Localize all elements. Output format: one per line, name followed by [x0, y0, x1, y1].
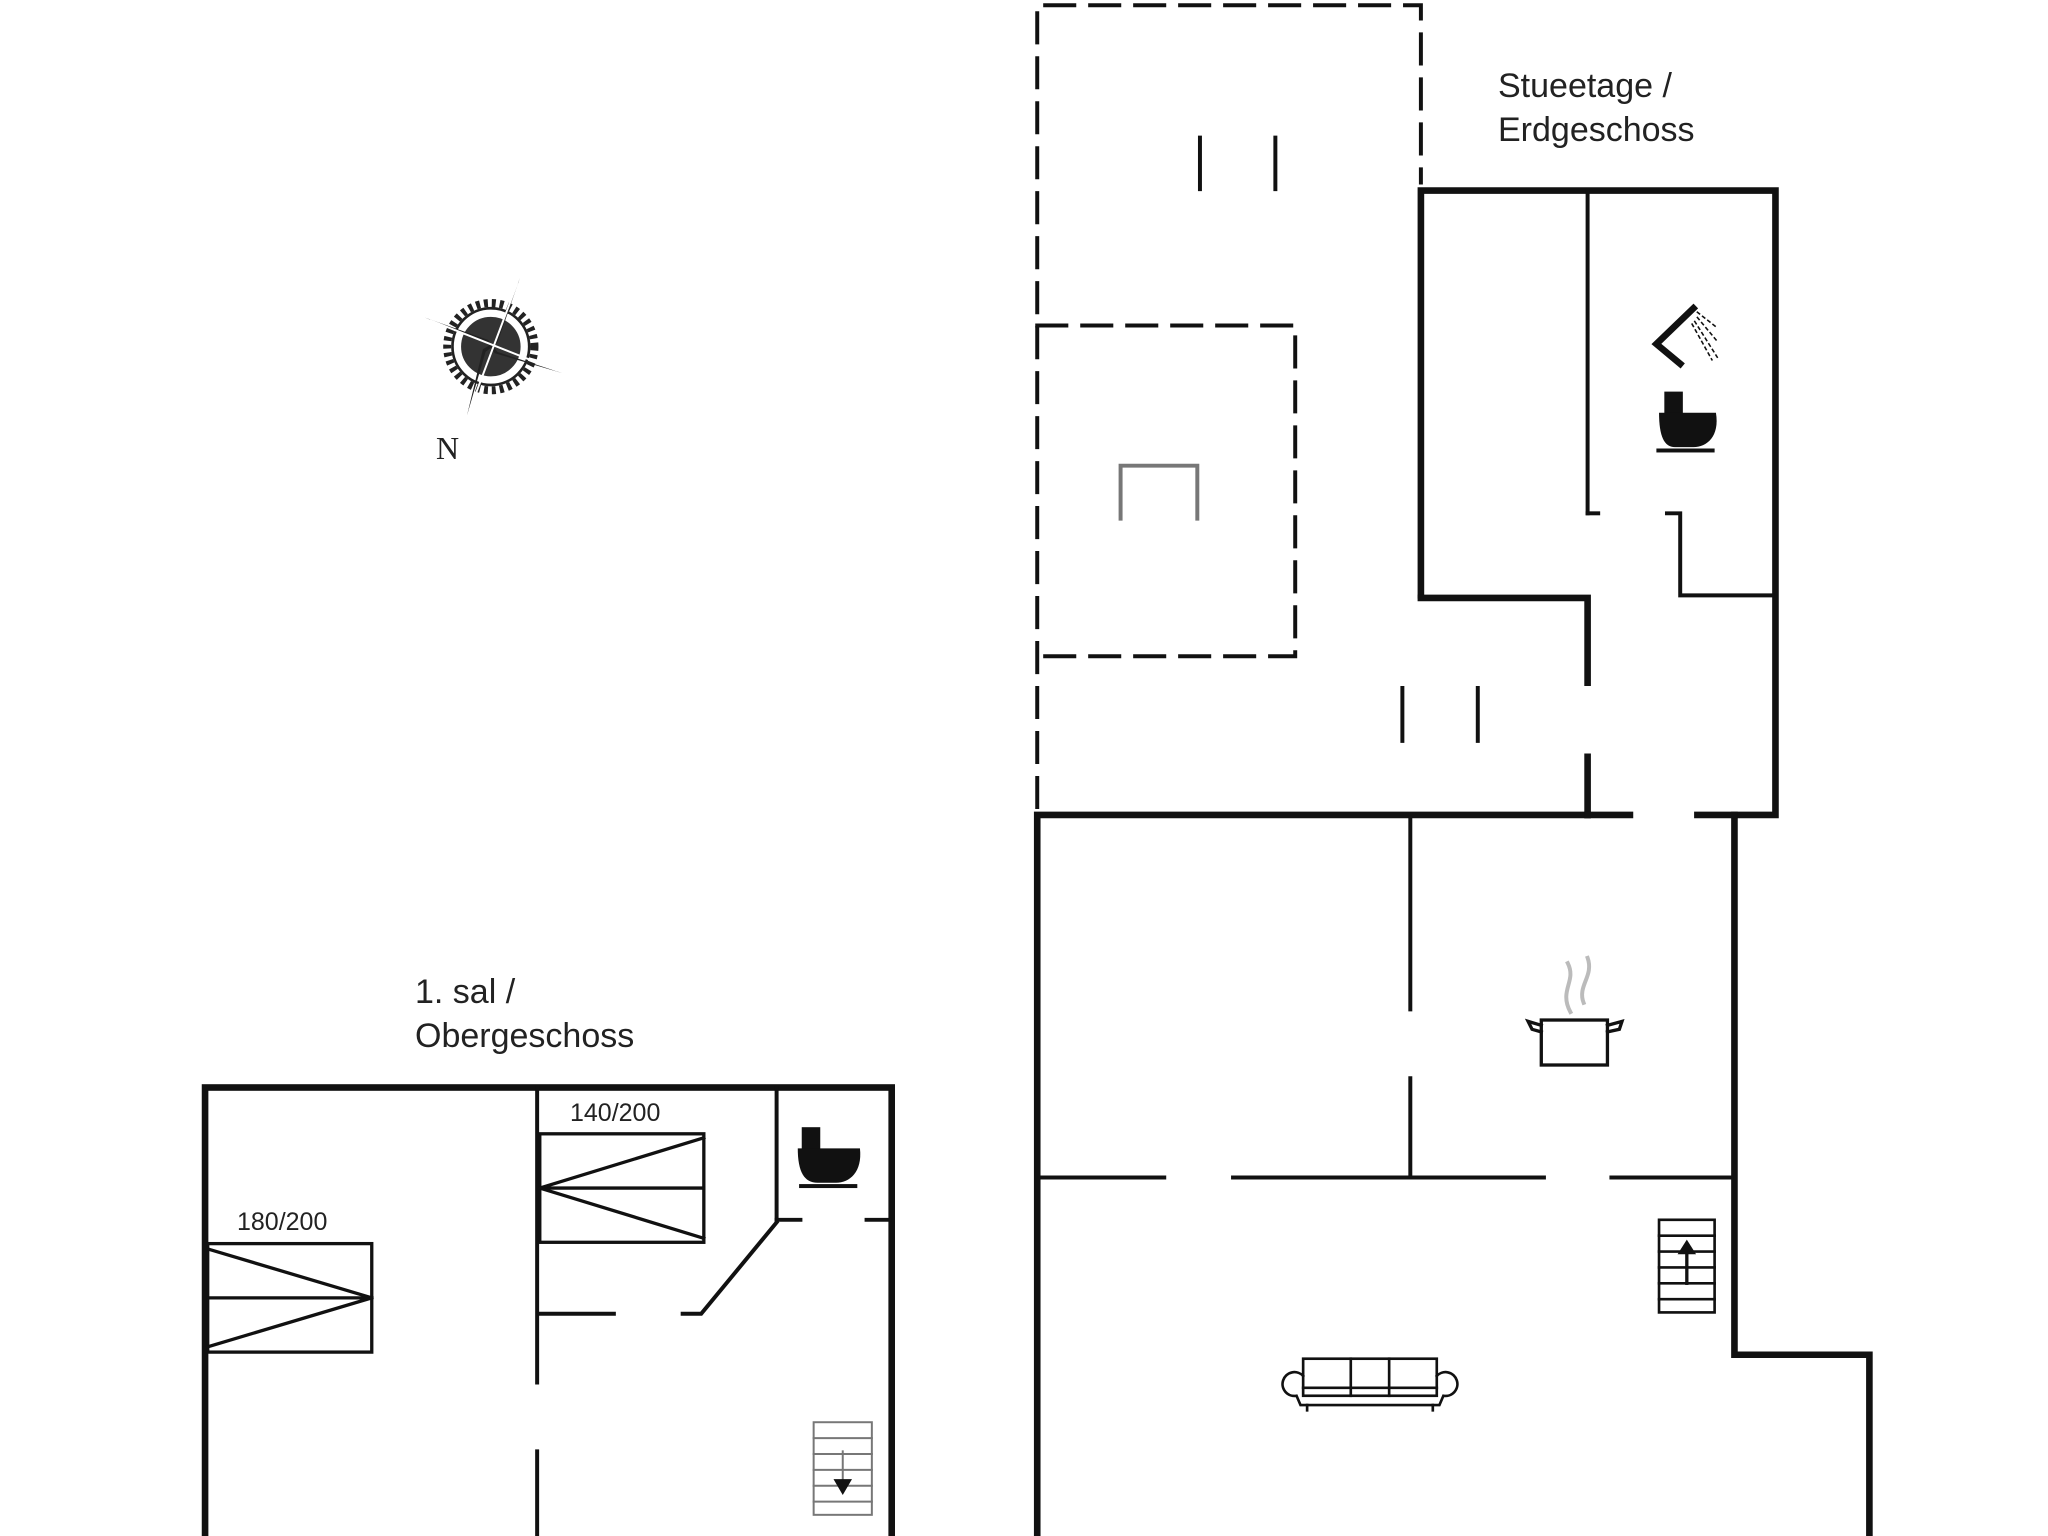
- dashed-annex-outline: [1035, 3, 1423, 810]
- upper-floor-label-line2: Obergeschoss: [415, 1017, 635, 1055]
- ground-floor-label-line1: Stueetage /: [1498, 67, 1672, 105]
- toilet-icon-upper: [797, 1127, 861, 1189]
- ground-floor-label: Stueetage / Erdgeschoss: [1498, 64, 1695, 152]
- stairs-down-arrow-icon: [833, 1479, 853, 1495]
- sofa-icon: [1281, 1357, 1459, 1412]
- fixture-outline: [1118, 463, 1200, 521]
- compass-rose-icon: [424, 277, 563, 416]
- ground-floor-inner-walls: [1037, 188, 1775, 1180]
- upper-floor-label: 1. sal / Obergeschoss: [415, 970, 634, 1058]
- upper-floor-label-line1: 1. sal /: [415, 973, 516, 1011]
- bed-size-label-180: 180/200: [237, 1208, 328, 1236]
- bed-180-icon: [205, 1241, 374, 1354]
- shower-icon: [1651, 303, 1719, 369]
- bed-140-icon: [537, 1132, 706, 1244]
- toilet-icon-ground: [1656, 391, 1717, 453]
- ground-floor-label-line2: Erdgeschoss: [1498, 111, 1695, 149]
- north-label: N: [436, 430, 460, 466]
- ground-floor-walls: [1033, 187, 1873, 1536]
- upper-floor-inner-walls: [535, 1085, 892, 1536]
- bed-size-label-140: 140/200: [570, 1099, 661, 1127]
- cooking-pot-icon: [1524, 955, 1625, 1067]
- stairs-up-icon: [1657, 1218, 1716, 1314]
- stairs-down-icon: [812, 1421, 873, 1516]
- dashed-area-marks: [1197, 135, 1480, 743]
- upper-floor-walls: [201, 1084, 896, 1536]
- stairs-up-arrow-icon: [1677, 1239, 1697, 1255]
